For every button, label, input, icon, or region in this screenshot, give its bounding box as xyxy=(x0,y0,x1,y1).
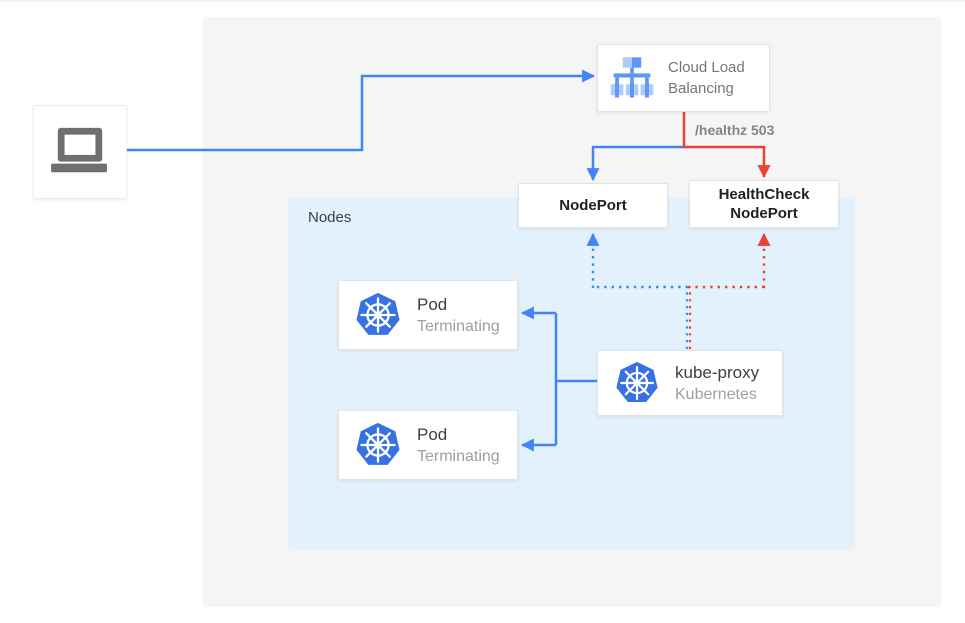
kubernetes-icon xyxy=(356,422,400,465)
pod-title: Pod xyxy=(417,294,448,314)
healthcheck-nodeport-label: HealthCheck NodePort xyxy=(718,186,810,222)
kube-proxy-node: kube-proxy Kubernetes xyxy=(597,350,783,416)
kube-proxy-title: kube-proxy xyxy=(675,362,760,382)
kube-proxy-subtitle: Kubernetes xyxy=(675,385,757,403)
client-node xyxy=(33,105,127,199)
healthz-label: /healthz 503 xyxy=(695,122,775,138)
pod-node-2: Pod Terminating xyxy=(338,410,518,480)
healthcheck-nodeport-node: HealthCheck NodePort xyxy=(689,180,839,228)
cloud-load-balancing-icon xyxy=(610,57,654,98)
pod-status: Terminating xyxy=(417,447,500,465)
pod-title: Pod xyxy=(417,424,448,444)
kubernetes-icon xyxy=(356,292,400,335)
kubernetes-icon xyxy=(616,361,658,403)
nodeport-node: NodePort xyxy=(518,183,668,228)
nodes-label: Nodes xyxy=(308,209,352,226)
pod-status: Terminating xyxy=(417,317,500,335)
cloud-load-balancing-node: Cloud Load Balancing xyxy=(597,44,770,112)
pod-node-1: Pod Terminating xyxy=(338,280,518,350)
nodeport-label: NodePort xyxy=(559,197,627,214)
laptop-icon xyxy=(51,127,107,173)
load-balancer-label: Cloud Load Balancing xyxy=(668,59,745,97)
